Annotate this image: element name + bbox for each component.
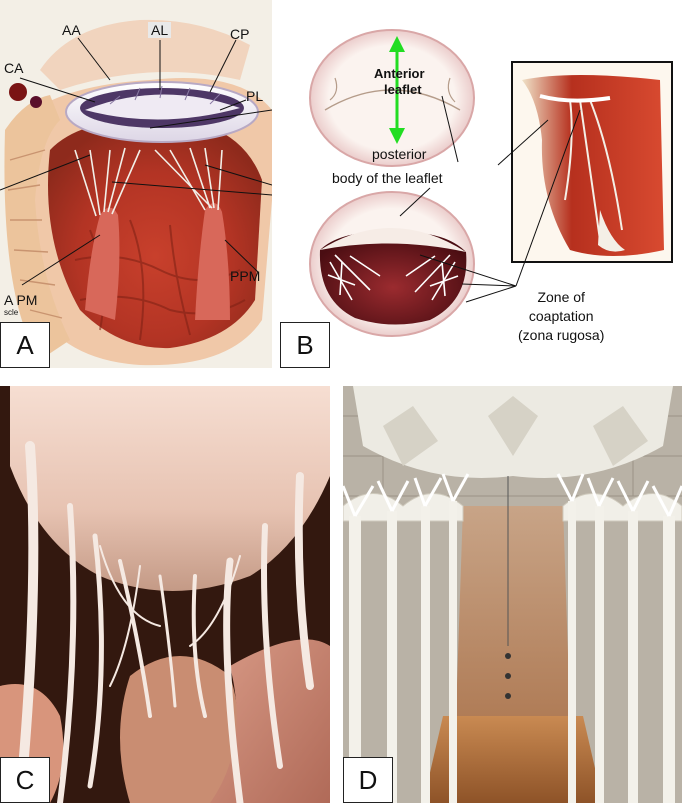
label-leaflet: leaflet (384, 82, 422, 97)
label-aa: AA (62, 22, 81, 38)
panel-d: D (343, 386, 682, 803)
label-body-of-leaflet: body of the leaflet (332, 170, 443, 186)
label-anterior: Anterior (374, 66, 425, 81)
label-scale: scle (4, 308, 19, 317)
panel-c: C (0, 386, 330, 803)
leaflet-diagram (309, 29, 673, 337)
label-posterior: posterior (372, 146, 427, 162)
panel-letter-c: C (0, 757, 50, 803)
mitral-apparatus-illustration (0, 0, 272, 368)
panel-letter-d: D (343, 757, 393, 803)
label-pl: PL (246, 88, 264, 104)
label-apm: A PM (4, 292, 38, 308)
panel-b: Anterior leaflet posterior body of the l… (280, 0, 682, 368)
label-zone-of-coaptation: Zone of coaptation (zona rugosa) (518, 289, 605, 343)
label-cp: CP (230, 26, 250, 42)
label-ppm: PPM (230, 268, 261, 284)
panel-letter-a: A (0, 322, 50, 368)
architecture-model-photo (343, 386, 682, 803)
panel-a: AA AL CP CA PL A PM PPM scle A (0, 0, 272, 368)
label-ca: CA (4, 60, 24, 76)
panel-letter-b: B (280, 322, 330, 368)
chordae-photo (0, 386, 330, 803)
label-al: AL (148, 22, 172, 38)
